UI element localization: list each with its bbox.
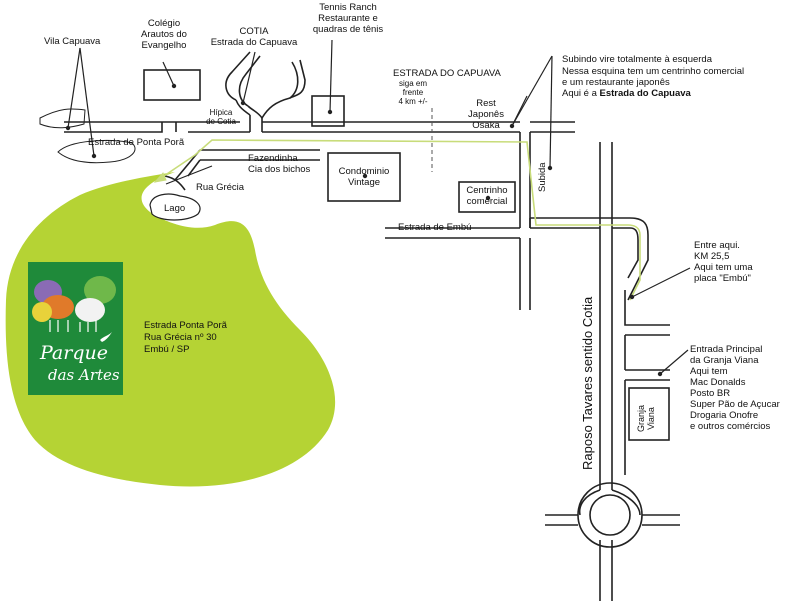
pointer-dots bbox=[65, 83, 663, 377]
label-subida: Subida bbox=[537, 162, 548, 192]
condominio-box bbox=[327, 152, 401, 202]
label-lago: Lago bbox=[164, 203, 186, 214]
pointer-lines bbox=[67, 39, 691, 375]
label-granja-viana: Granja Viana bbox=[636, 404, 656, 432]
roundabout-outer bbox=[577, 482, 643, 548]
label-estrada-capuava-title: ESTRADA DO CAPUAVA bbox=[393, 68, 501, 79]
label-rest-japones: Rest Japonês Osaka bbox=[468, 98, 504, 131]
roads bbox=[64, 51, 670, 601]
vila-capuava-area bbox=[39, 108, 86, 129]
logo-text-das-artes: das Artes bbox=[48, 366, 120, 384]
lago-shape bbox=[149, 193, 201, 221]
label-fazendinha: Fazendinha Cia dos bichos bbox=[248, 153, 311, 175]
roundabout-inner bbox=[589, 494, 631, 536]
label-subindo-2: Nessa esquina tem um centrinho comercial bbox=[562, 66, 745, 77]
route-line bbox=[154, 139, 641, 301]
park-area bbox=[5, 172, 336, 487]
label-entrada-principal: Entrada Principal da Granja Viana Aqui t… bbox=[690, 344, 780, 432]
tennis-box bbox=[311, 95, 345, 127]
label-colegio: Colégio Arautos do Evangelho bbox=[141, 18, 187, 51]
label-centrinho: Centrinho comercial bbox=[466, 185, 508, 207]
label-subindo-3: e um restaurante japonês bbox=[562, 77, 670, 88]
label-subindo-4-bold: Estrada do Capuava bbox=[599, 88, 691, 99]
route-arrow-icon bbox=[153, 172, 167, 183]
label-estrada-capuava-sub: siga em frente 4 km +/- bbox=[398, 79, 428, 106]
label-subindo-4-prefix: Aqui é a bbox=[562, 88, 600, 99]
label-condominio: Condominio Vintage bbox=[338, 166, 390, 188]
label-rua-grecia: Rua Grécia bbox=[196, 182, 245, 193]
label-address: Estrada Ponta Porã Rua Grécia nº 30 Embú… bbox=[144, 320, 227, 355]
parque-das-artes-logo: Parque das Artes bbox=[28, 262, 123, 395]
centrinho-box bbox=[458, 181, 516, 213]
label-estrada-ponta-pora: Estrada de Ponta Porã bbox=[88, 137, 185, 148]
lake-top-shape bbox=[57, 139, 136, 164]
roundabout-arms bbox=[545, 514, 680, 526]
label-vila-capuava: Vila Capuava bbox=[44, 36, 101, 47]
label-subindo-4: Aqui é a Estrada do Capuava bbox=[562, 88, 691, 99]
label-entre-aqui: Entre aqui. KM 25,5 Aqui tem uma placa "… bbox=[694, 240, 753, 284]
logo-trees-icon bbox=[32, 276, 116, 342]
label-hipica: Hípica de Cotia bbox=[206, 108, 236, 126]
label-estrada-embu: Estrada de Embú bbox=[398, 222, 472, 233]
label-tennis: Tennis Ranch Restaurante e quadras de tê… bbox=[312, 2, 384, 35]
label-cotia: COTIA Estrada do Capuava bbox=[210, 26, 298, 48]
granja-viana-box bbox=[628, 387, 670, 441]
label-subindo-1: Subindo vire totalmente à esquerda bbox=[562, 54, 712, 65]
label-raposo: Raposo Tavares sentido Cotia bbox=[580, 296, 595, 470]
colegio-box bbox=[143, 69, 201, 101]
logo-text-parque: Parque bbox=[40, 342, 108, 364]
